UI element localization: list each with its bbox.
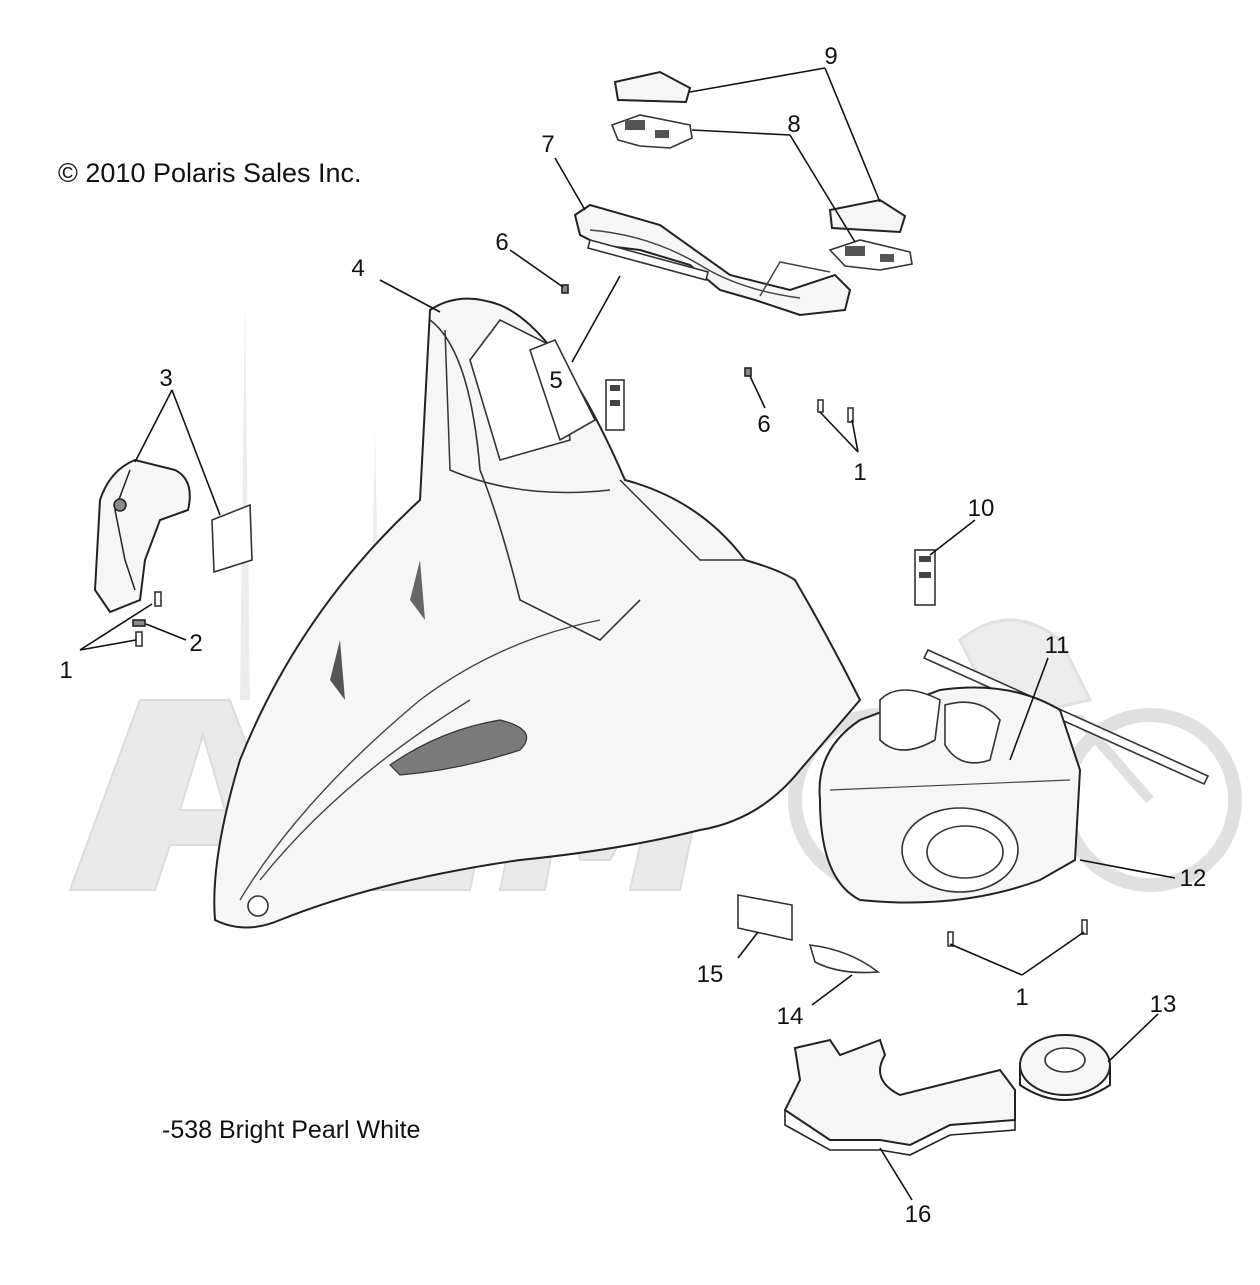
part-8-switch-lower	[828, 239, 913, 271]
callout-11: 11	[1045, 632, 1070, 659]
callout-15: 15	[697, 961, 724, 988]
callout-1-top: 1	[853, 459, 866, 486]
callout-9: 9	[824, 43, 837, 70]
callout-3: 3	[159, 365, 172, 392]
callout-10: 10	[968, 495, 995, 522]
callout-12: 12	[1180, 865, 1207, 892]
callout-7: 7	[541, 131, 554, 158]
callout-14: 14	[777, 1003, 804, 1030]
clip-bracket-center	[605, 379, 625, 431]
color-code-note: -538 Bright Pearl White	[162, 1116, 421, 1144]
part-7-handlebar-pod	[573, 203, 852, 317]
part-2-washer	[132, 619, 146, 627]
part-15-decal	[737, 894, 793, 941]
part-1-fastener-bottom-a	[947, 931, 954, 947]
part-9-pad-lower	[828, 198, 907, 234]
callout-6-lower: 6	[757, 411, 770, 438]
part-6-fastener-a	[561, 284, 569, 294]
part-16-foam-pad	[783, 1038, 1016, 1156]
part-6-fastener-b	[744, 367, 752, 377]
part-14-decal	[808, 944, 881, 974]
leader-lines	[79, 67, 1176, 1201]
part-11-seal-strip	[922, 648, 1210, 786]
copyright-notice: © 2010 Polaris Sales Inc.	[58, 158, 362, 188]
part-5-seal-strip	[587, 239, 709, 281]
callout-1-left: 1	[59, 657, 72, 684]
part-10-clip-bracket	[914, 549, 936, 606]
part-9-pad-upper	[613, 70, 692, 104]
callout-8: 8	[787, 111, 800, 138]
callout-4: 4	[351, 255, 364, 282]
part-4-hood	[213, 297, 862, 929]
callout-16: 16	[905, 1201, 932, 1228]
part-12-headlight-housing	[818, 686, 1082, 904]
part-8-switch-upper	[610, 114, 693, 149]
part-1-fastener-top-a	[817, 399, 824, 413]
part-1-fastener-bottom-b	[1081, 919, 1088, 935]
callout-5: 5	[549, 367, 562, 394]
callout-labels: 1 1 1 2 3 4 5 6 6 7 8 9 10 11 12 13 14 1…	[59, 43, 1206, 1228]
part-1-fastener-left-b	[135, 631, 143, 647]
callout-13: 13	[1150, 991, 1177, 1018]
callout-1-bottom: 1	[1015, 984, 1028, 1011]
part-3-decal	[211, 503, 253, 574]
part-1-fastener-left-a	[154, 591, 162, 607]
part-13-grommet	[1019, 1034, 1111, 1101]
part-1-fastener-top-b	[847, 407, 854, 423]
callout-6-upper: 6	[495, 229, 508, 256]
callout-2: 2	[189, 630, 202, 657]
part-3-side-cover	[93, 458, 191, 614]
